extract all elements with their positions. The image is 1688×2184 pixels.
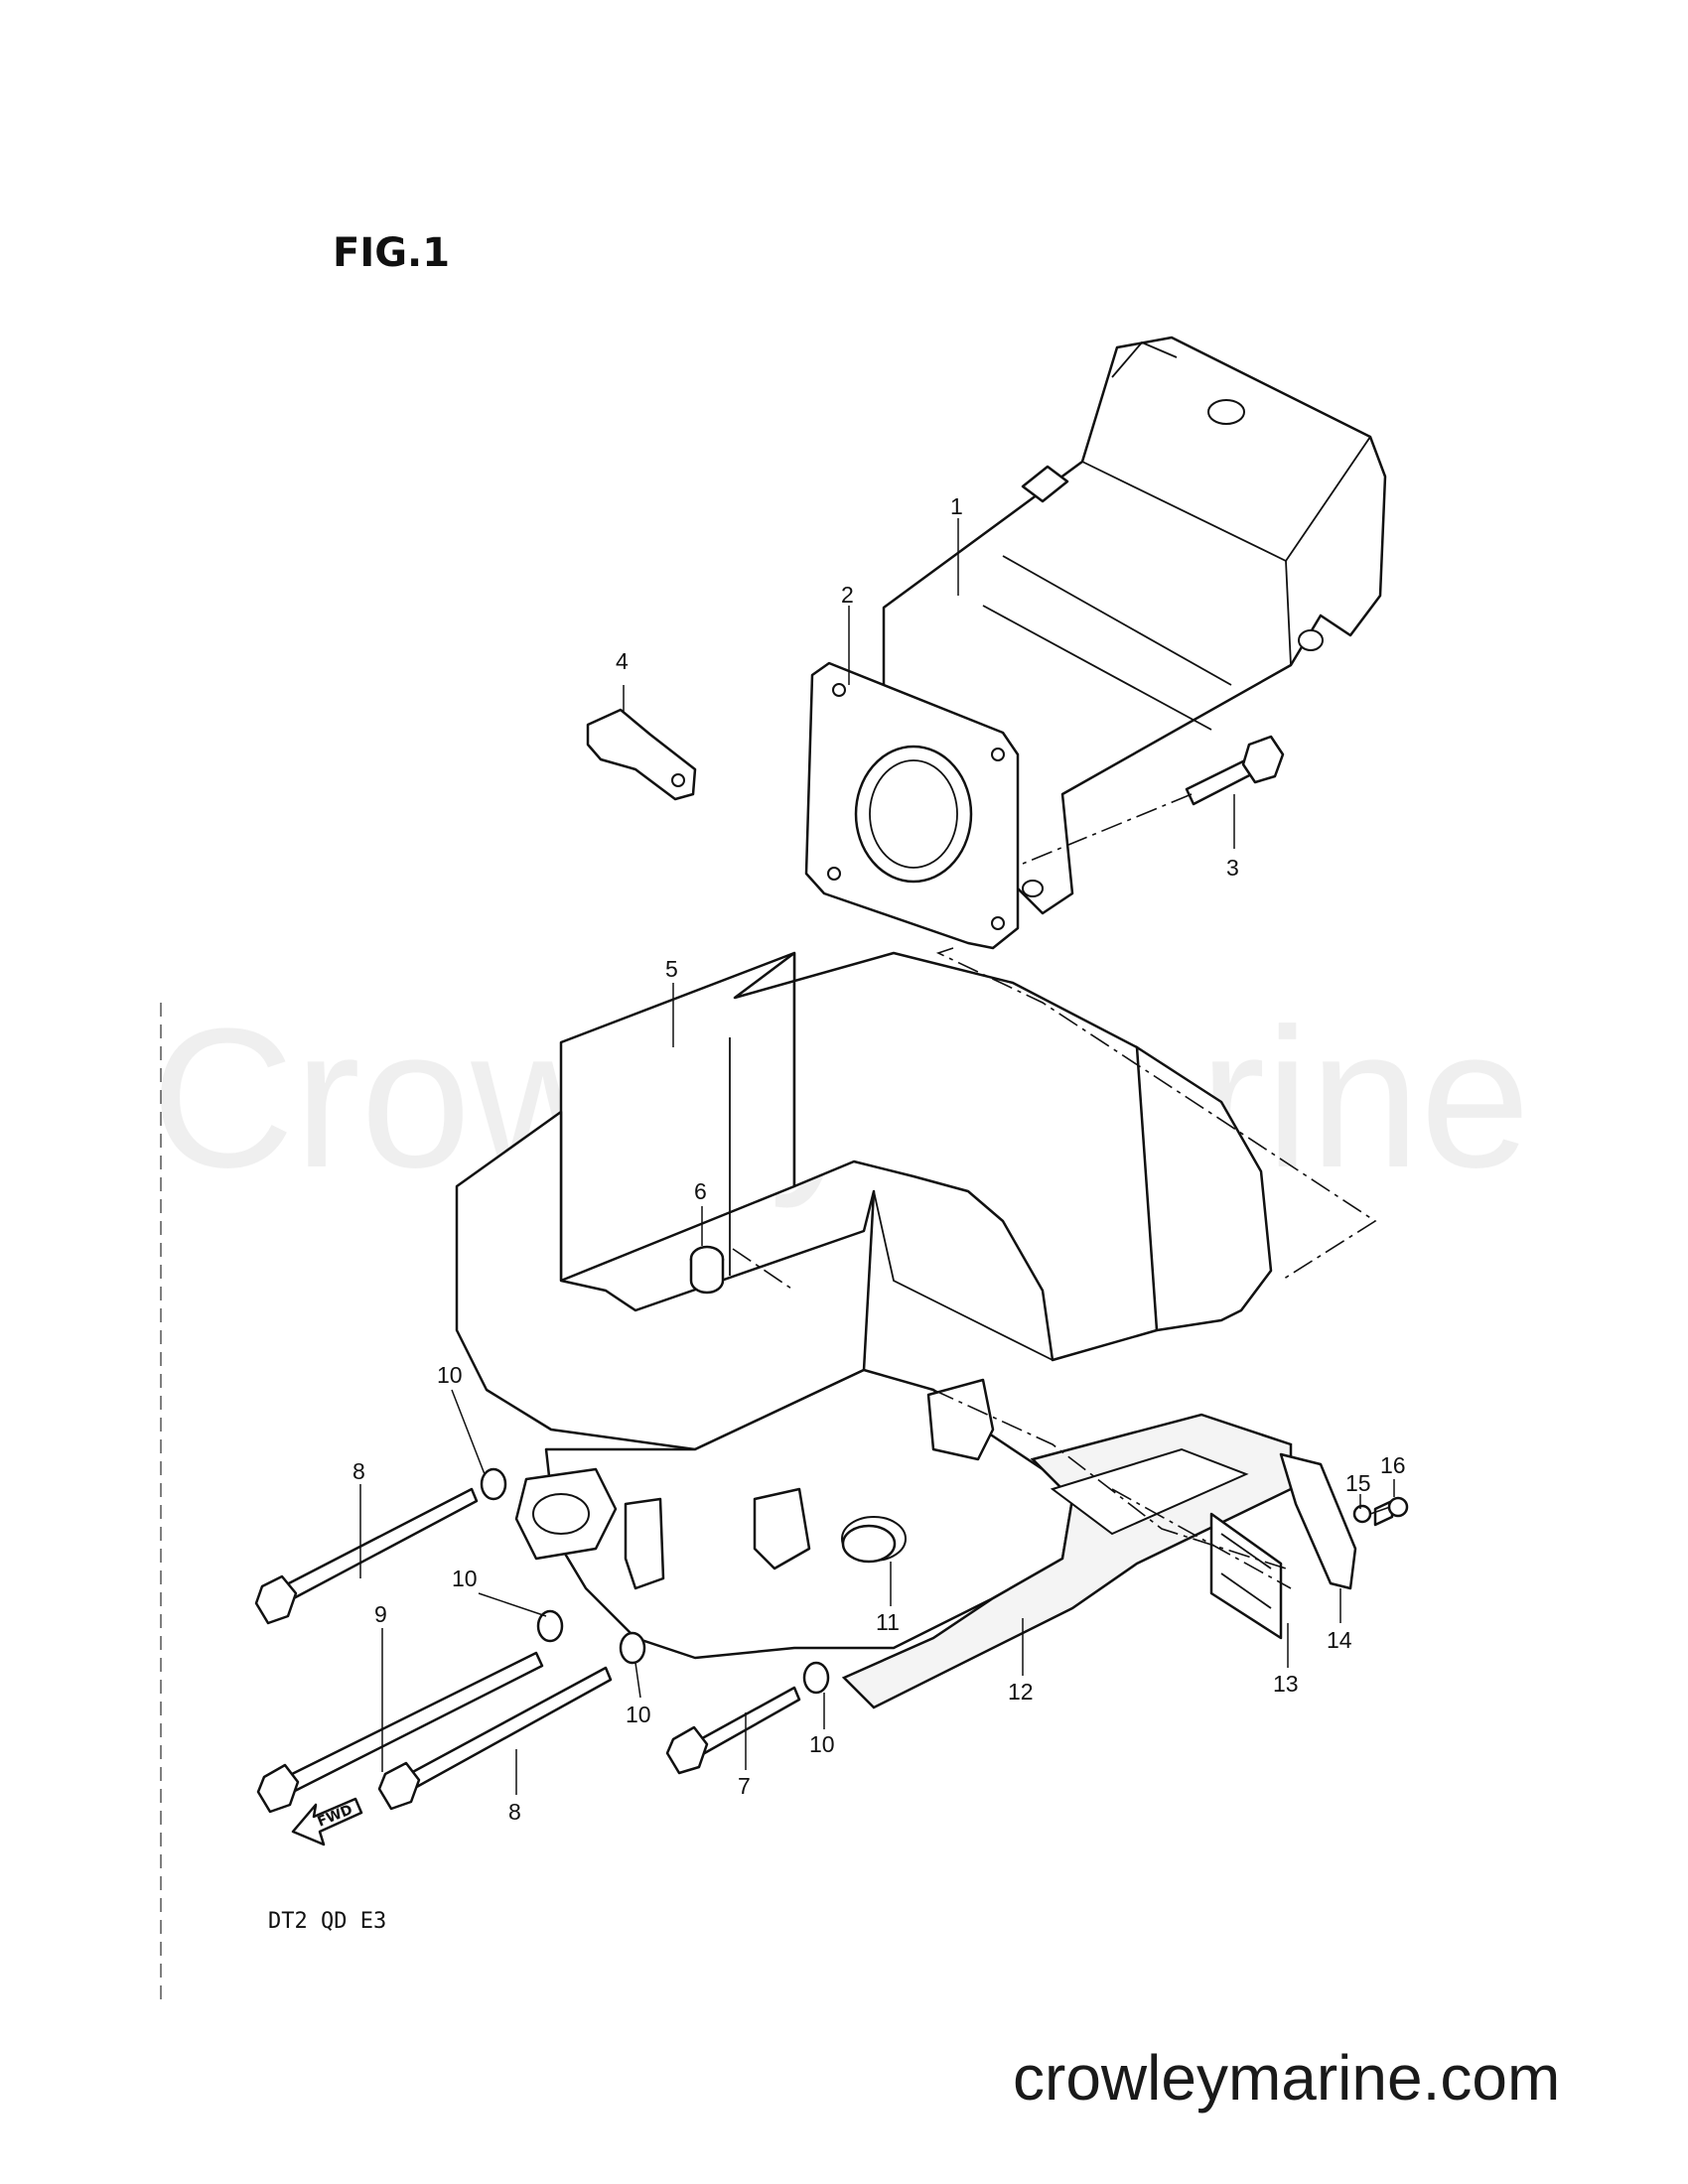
figure-title: FIG.1: [333, 230, 450, 276]
callout-16: 16: [1380, 1452, 1406, 1478]
callout-4: 4: [616, 648, 629, 674]
bolt-7: [665, 1686, 801, 1775]
leader-lines: [359, 518, 1395, 1795]
callout-11: 11: [876, 1609, 900, 1635]
part-3-bolt: [1185, 735, 1285, 806]
callout-2: 2: [841, 582, 854, 608]
callout-13: 13: [1273, 1671, 1299, 1697]
callout-6: 6: [694, 1178, 707, 1204]
callout-14: 14: [1327, 1627, 1352, 1653]
washer-10-a: [480, 1467, 507, 1501]
callout-9: 9: [374, 1601, 387, 1627]
part-2-gasket-plate: [804, 661, 1020, 950]
callout-8-upper: 8: [352, 1458, 365, 1484]
forward-arrow-icon: FWD: [291, 1797, 363, 1846]
part-11-o-ring: [841, 1524, 897, 1564]
part-13-reed-plate: [1209, 1512, 1283, 1640]
bolt-8-upper: [254, 1487, 479, 1625]
callout-10-c: 10: [626, 1702, 651, 1727]
callout-10-b: 10: [452, 1566, 478, 1591]
footer-url: crowleymarine.com: [1013, 2042, 1560, 2114]
callout-12: 12: [1008, 1679, 1034, 1705]
callout-10-a: 10: [437, 1362, 463, 1388]
bolt-8-lower: [377, 1666, 613, 1811]
model-code: DT2 QD E3: [268, 1909, 386, 1934]
washer-10-c: [619, 1631, 646, 1665]
callout-1: 1: [950, 493, 963, 519]
callout-5: 5: [665, 956, 678, 982]
part-5-flywheel-cover: [455, 951, 1208, 1451]
washer-10-d: [802, 1661, 830, 1695]
part-16-screw: [1373, 1496, 1409, 1527]
part-15-washer: [1352, 1504, 1372, 1524]
part-14-reed-stopper: [1279, 1452, 1357, 1590]
callout-15: 15: [1345, 1470, 1371, 1496]
callout-numbers: 1 2 3 4 5 6 8 10 10 9 10 8 7 10 11 12 13…: [352, 493, 1406, 1825]
callout-10-d: 10: [809, 1731, 835, 1757]
part-12-gasket: [841, 1413, 1293, 1709]
washer-10-b: [536, 1609, 564, 1643]
assembly-lines: [732, 793, 1391, 1589]
bolt-9: [256, 1651, 544, 1814]
callout-3: 3: [1226, 855, 1239, 881]
callout-7: 7: [738, 1773, 751, 1799]
part-6-bushing: [689, 1245, 725, 1295]
part-4-bracket: [586, 708, 697, 801]
callout-8-lower: 8: [508, 1799, 521, 1825]
